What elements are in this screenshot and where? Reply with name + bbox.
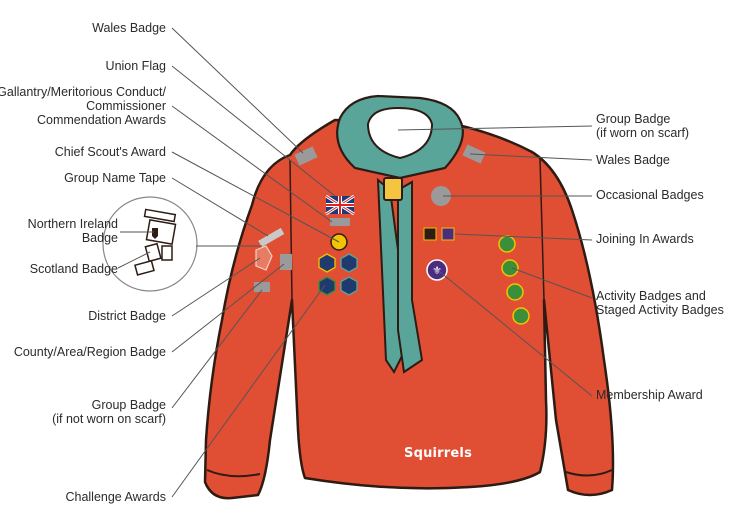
right-cuff xyxy=(565,469,613,477)
label-group-badge-left-line1: Group Badge xyxy=(91,398,166,412)
label-challenge-awards: Challenge Awards xyxy=(65,490,166,504)
challenge-award-2 xyxy=(340,253,358,273)
activity-badge-2 xyxy=(501,259,519,277)
leader-lines xyxy=(117,27,593,498)
label-district-badge: District Badge xyxy=(88,309,166,323)
label-chief-scouts-award: Chief Scout's Award xyxy=(54,145,166,159)
activity-badge-4 xyxy=(512,307,530,325)
inset-side-badge xyxy=(161,245,173,261)
left-sleeve-seam xyxy=(289,159,293,301)
label-group-badge-right-line1: Group Badge xyxy=(596,112,671,126)
left-cuff xyxy=(206,469,261,478)
inset-name-tape xyxy=(143,208,177,223)
right-sleeve-seam xyxy=(539,157,545,301)
joining-in-award-2 xyxy=(441,227,455,241)
activity-badge-3 xyxy=(506,283,524,301)
county-badge-patch xyxy=(280,254,292,270)
label-gallantry-line1: Gallantry/Meritorious Conduct/ xyxy=(0,85,166,99)
membership-award xyxy=(426,259,448,281)
label-gallantry-line3: Commendation Awards xyxy=(36,113,166,127)
woggle xyxy=(383,177,403,201)
label-scotland-badge: Scotland Badge xyxy=(29,262,118,276)
label-activity-line1: Activity Badges and xyxy=(596,289,706,303)
label-group-badge-right-line2: (if worn on scarf) xyxy=(596,126,690,140)
label-union-flag: Union Flag xyxy=(105,59,166,73)
label-group-name-tape: Group Name Tape xyxy=(64,171,166,185)
label-northern-ireland-line1: Northern Ireland xyxy=(27,217,118,231)
inset-ni-badge xyxy=(152,228,158,239)
district-badge-patch xyxy=(255,245,273,271)
sleeve-zoom-inset xyxy=(102,196,198,292)
group-name-tape-patch xyxy=(258,227,285,247)
membership-award-emblem: ⚜ xyxy=(432,264,442,277)
label-joining-in-awards: Joining In Awards xyxy=(596,232,694,246)
challenge-award-1 xyxy=(318,253,336,273)
label-county-badge: County/Area/Region Badge xyxy=(13,345,166,359)
squirrels-logo-text: Squirrels xyxy=(404,446,473,461)
label-gallantry-line2: Commissioner xyxy=(86,99,166,113)
occasional-badge-patch xyxy=(431,186,451,206)
label-activity-line2: Staged Activity Badges xyxy=(596,303,724,317)
challenge-award-4 xyxy=(340,276,358,296)
label-wales-badge-left: Wales Badge xyxy=(92,21,166,35)
wales-badge-left-patch xyxy=(294,146,318,166)
activity-badge-1 xyxy=(498,235,516,253)
scarf-right-tail xyxy=(397,180,424,374)
label-occasional-badges: Occasional Badges xyxy=(596,188,704,202)
gallantry-award-patch xyxy=(330,218,350,226)
inset-scotland-badge xyxy=(144,242,162,263)
jumper-waistband xyxy=(304,471,541,490)
label-wales-badge-right: Wales Badge xyxy=(596,153,670,167)
inset-ni-badge-outline xyxy=(145,219,177,245)
inset-lower-badge xyxy=(134,259,155,276)
group-badge-sleeve-patch xyxy=(254,282,270,292)
label-membership-award: Membership Award xyxy=(596,388,703,402)
collar-neck-hole xyxy=(366,106,434,160)
joining-in-award-1 xyxy=(423,227,437,241)
label-northern-ireland-line2: Badge xyxy=(81,231,118,245)
union-flag xyxy=(325,194,355,216)
label-group-badge-left-line2: (if not worn on scarf) xyxy=(52,412,166,426)
scarf xyxy=(336,94,464,374)
challenge-award-3 xyxy=(318,276,336,296)
